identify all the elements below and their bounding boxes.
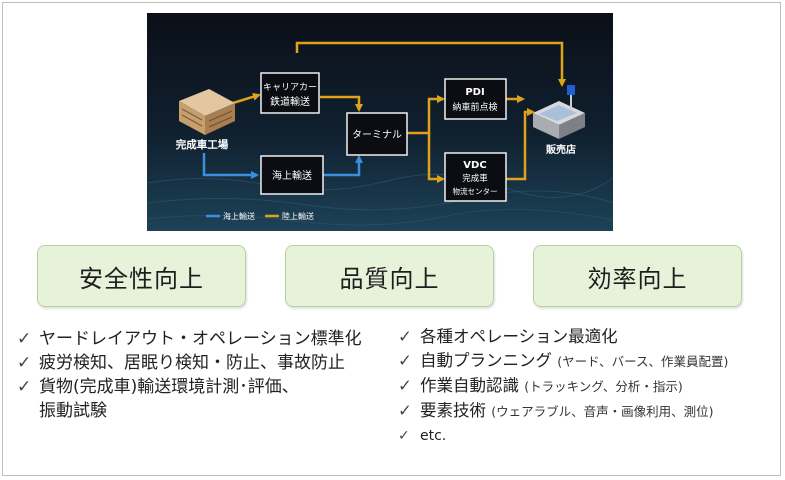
list-item-note: (ヤード、バース、作業員配置) (557, 354, 729, 369)
list-item-continuation: 振動試験 (17, 399, 362, 423)
list-item: ✓ 貨物(完成車)輸送環境計測･評価、 (17, 375, 362, 399)
list-item-text: 各種オペレーション最適化 (420, 327, 618, 346)
list-item-text: 振動試験 (39, 401, 107, 421)
category-efficiency-box: 効率向上 (533, 245, 742, 307)
pdi-label-line2: 納車前点検 (452, 101, 497, 113)
category-quality-box: 品質向上 (285, 245, 494, 307)
list-item: ✓ 自動プランニング (ヤード、バース、作業員配置) (398, 349, 728, 374)
check-icon: ✓ (398, 401, 412, 420)
factory-icon (179, 89, 235, 135)
category-efficiency-label: 効率向上 (587, 264, 688, 293)
terminal-box (346, 112, 408, 156)
list-item: ✓ etc. (398, 424, 728, 448)
legend-land-label: 陸上輸送 (282, 211, 314, 221)
logistics-flow-diagram: 完成車工場 キャリアカー 鉄道輸送 海上輸送 ターミナル PDI 納車前点検 V… (147, 13, 613, 231)
land-transport-arrows (232, 41, 566, 183)
pdi-label-line1: PDI (465, 87, 484, 98)
terminal-label: ターミナル (352, 129, 402, 141)
list-item-text: 要素技術 (420, 401, 486, 420)
slide-frame (2, 2, 781, 476)
list-item-note: (ウェアラブル、音声・画像利用、測位) (491, 404, 714, 419)
category-safety-box: 安全性向上 (37, 245, 246, 307)
list-item: ✓ ヤードレイアウト・オペレーション標準化 (17, 327, 362, 351)
list-item: ✓ 要素技術 (ウェアラブル、音声・画像利用、測位) (398, 399, 728, 424)
check-icon: ✓ (398, 351, 412, 370)
vdc-label-line3: 物流センター (453, 186, 498, 196)
vdc-box (444, 152, 507, 202)
vdc-label-line1: VDC (463, 160, 486, 171)
rail-label-line2: 鉄道輸送 (270, 95, 310, 108)
check-icon: ✓ (398, 376, 412, 395)
check-icon: ✓ (398, 428, 410, 444)
list-item-note: (トラッキング、分析・指示) (524, 379, 683, 394)
check-icon: ✓ (17, 353, 32, 373)
list-item-text: 貨物(完成車)輸送環境計測･評価、 (39, 377, 299, 397)
list-item: ✓ 疲労検知、居眠り検知・防止、事故防止 (17, 351, 362, 375)
list-item-text: etc. (420, 428, 447, 444)
category-safety-label: 安全性向上 (79, 264, 204, 293)
check-icon: ✓ (17, 377, 32, 397)
check-icon: ✓ (398, 327, 412, 346)
rail-label-line1: キャリアカー (263, 82, 317, 93)
check-icon: ✓ (17, 329, 32, 349)
safety-item-list: ✓ ヤードレイアウト・オペレーション標準化 ✓ 疲労検知、居眠り検知・防止、事故… (17, 327, 362, 423)
list-item-text: 作業自動認識 (420, 376, 519, 395)
rail-transport-box (260, 72, 320, 114)
list-item: ✓ 作業自動認識 (トラッキング、分析・指示) (398, 374, 728, 399)
sea-label: 海上輸送 (272, 169, 312, 182)
factory-label: 完成車工場 (176, 138, 229, 151)
pdi-box (444, 78, 507, 120)
dealer-store-icon (533, 85, 585, 139)
sea-transport-box (260, 155, 324, 195)
efficiency-item-list: ✓ 各種オペレーション最適化 ✓ 自動プランニング (ヤード、バース、作業員配置… (398, 325, 728, 448)
category-quality-label: 品質向上 (339, 264, 440, 293)
list-item-text: 疲労検知、居眠り検知・防止、事故防止 (39, 353, 345, 373)
list-item-text: 自動プランニング (420, 351, 552, 370)
diagram-legend: 海上輸送 陸上輸送 (206, 211, 314, 221)
list-item-text: ヤードレイアウト・オペレーション標準化 (39, 329, 362, 349)
list-item: ✓ 各種オペレーション最適化 (398, 325, 728, 349)
dealer-label: 販売店 (546, 143, 576, 156)
sea-transport-arrows (202, 153, 363, 179)
legend-sea-label: 海上輸送 (223, 211, 255, 221)
vdc-label-line2: 完成車 (462, 173, 488, 184)
